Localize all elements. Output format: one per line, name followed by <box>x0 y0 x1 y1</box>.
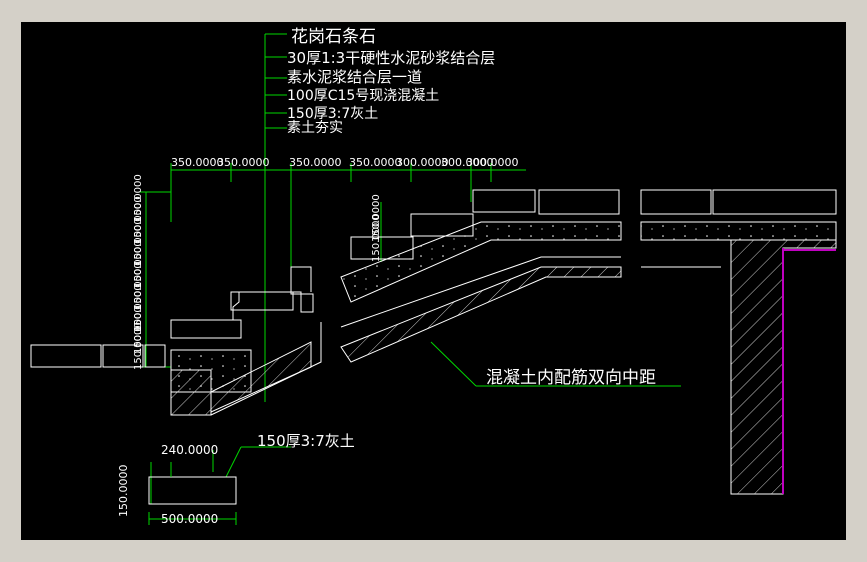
layer-label-cement-paste: 素水泥浆结合层一道 <box>287 68 422 86</box>
detail-bottom-dim: 500.0000 <box>161 512 218 526</box>
dim-top-6: 300.0000 <box>441 156 494 169</box>
dim-left-5: 150.0000 <box>133 262 144 310</box>
dim-left-3: 150.0000 <box>133 218 144 266</box>
middle-steps <box>340 189 622 363</box>
dim-top-1: 350.0000 <box>171 156 224 169</box>
cad-drawing-canvas[interactable]: 花岗石条石 30厚1:3干硬性水泥砂浆结合层 素水泥浆结合层一道 100厚C15… <box>21 22 846 540</box>
layer-label-mortar: 30厚1:3干硬性水泥砂浆结合层 <box>287 49 495 67</box>
dim-left-7: 150.0000 <box>133 306 144 354</box>
drawing-svg: 花岗石条石 30厚1:3干硬性水泥砂浆结合层 素水泥浆结合层一道 100厚C15… <box>30 27 837 526</box>
dim-left-4: 150.0000 <box>133 240 144 288</box>
layer-label-compacted-soil: 素土夯实 <box>287 120 343 136</box>
dim-top-3: 350.0000 <box>289 156 342 169</box>
dim-top-5: 300.0000 <box>396 156 449 169</box>
dim-mid-2: 150.0000 <box>371 214 382 262</box>
dimension-lines <box>139 33 681 525</box>
left-dims: 150.0000 150.0000 150.0000 150.0000 150.… <box>133 174 144 370</box>
detail-top-dim: 240.0000 <box>161 443 218 457</box>
dim-top-4: 350.0000 <box>349 156 402 169</box>
rebar-note: 混凝土内配筋双向中距 <box>486 368 656 388</box>
detail-left-dim: 150.0000 <box>117 465 130 518</box>
layer-label-granite: 花岗石条石 <box>291 27 376 47</box>
dim-left-6: 150.0000 <box>133 284 144 332</box>
dim-left-8: 150.0000 <box>133 322 144 370</box>
dim-top-2: 350.0000 <box>217 156 270 169</box>
detail-note: 150厚3:7灰土 <box>257 432 355 450</box>
layer-label-lime-soil: 150厚3:7灰土 <box>287 106 378 122</box>
dim-top-7: 300.0000 <box>466 156 519 169</box>
right-wall <box>640 189 837 495</box>
layer-label-concrete: 100厚C15号现浇混凝土 <box>287 88 439 104</box>
detail-footing <box>148 462 237 505</box>
dim-left-2: 150.0000 <box>133 196 144 244</box>
dim-mid-1: 150.0000 <box>371 194 382 242</box>
left-steps <box>30 266 322 416</box>
dim-left-1: 150.0000 <box>133 174 144 222</box>
